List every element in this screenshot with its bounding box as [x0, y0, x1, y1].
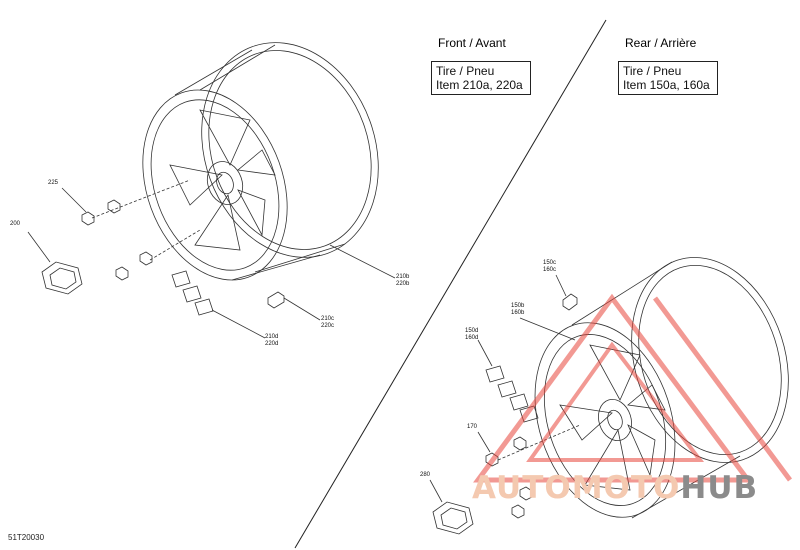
callout-170: 170: [467, 424, 478, 430]
callout-225: 225: [48, 180, 59, 186]
watermark-text: AUTOMOTOHUB: [472, 470, 758, 506]
callout-210c-line1: 210c: [321, 316, 335, 322]
front-tire-note-line1: Tire / Pneu: [436, 64, 495, 78]
front-tire-note: Tire / Pneu Item 210a, 220a: [431, 61, 531, 95]
rear-hub-cap: [429, 479, 474, 535]
section-divider: [294, 19, 607, 549]
front-tire-note-line2: Item 210a, 220a: [436, 78, 523, 92]
callout-150b-line1: 150b: [511, 303, 525, 309]
front-hub-cap: [27, 231, 83, 295]
callout-150d-line1: 150d: [465, 328, 479, 334]
rear-valve-stem: [555, 274, 578, 311]
rear-section-title: Rear / Arrière: [625, 36, 697, 50]
front-balance-weights: [171, 270, 266, 339]
front-lug-nuts: [81, 179, 201, 281]
callout-150c: 150c 160c: [543, 260, 556, 274]
callout-210d-line2: 220d: [265, 341, 279, 347]
rear-lug-nuts: [477, 424, 581, 519]
rear-tire-note: Tire / Pneu Item 150a, 160a: [618, 61, 718, 95]
callout-210b-line2: 220b: [396, 281, 410, 287]
rear-tire-note-line1: Tire / Pneu: [623, 64, 682, 78]
front-wheel: [142, 42, 379, 281]
callout-150c-line2: 160c: [543, 267, 557, 273]
callout-210b: 210b 220b: [396, 274, 409, 288]
callout-150d: 150d 160d: [465, 328, 478, 342]
callout-280: 280: [420, 472, 431, 478]
rear-balance-weights: [477, 339, 539, 423]
callout-210d: 210d 220d: [265, 334, 278, 348]
figure-id: 51T20030: [8, 533, 45, 542]
rear-wheel: [534, 257, 789, 519]
callout-210c: 210c 220c: [321, 316, 334, 330]
rear-tire-note-line2: Item 150a, 160a: [623, 78, 710, 92]
callout-210d-line1: 210d: [265, 334, 279, 340]
callout-210c-line2: 220c: [321, 323, 335, 329]
watermark-main: AUTOMOTO: [472, 470, 681, 506]
callout-150c-line1: 150c: [543, 260, 557, 266]
callout-150d-line2: 160d: [465, 335, 479, 341]
callout-150b: 150b 160b: [511, 303, 524, 317]
callout-200: 200: [10, 221, 21, 227]
watermark-hub: HUB: [680, 470, 759, 506]
callout-210b-line1: 210b: [396, 274, 410, 280]
front-section-title: Front / Avant: [438, 36, 506, 50]
watermark-logo: [473, 293, 793, 483]
callout-150b-line2: 160b: [511, 310, 525, 316]
front-valve-stem: [267, 291, 321, 321]
